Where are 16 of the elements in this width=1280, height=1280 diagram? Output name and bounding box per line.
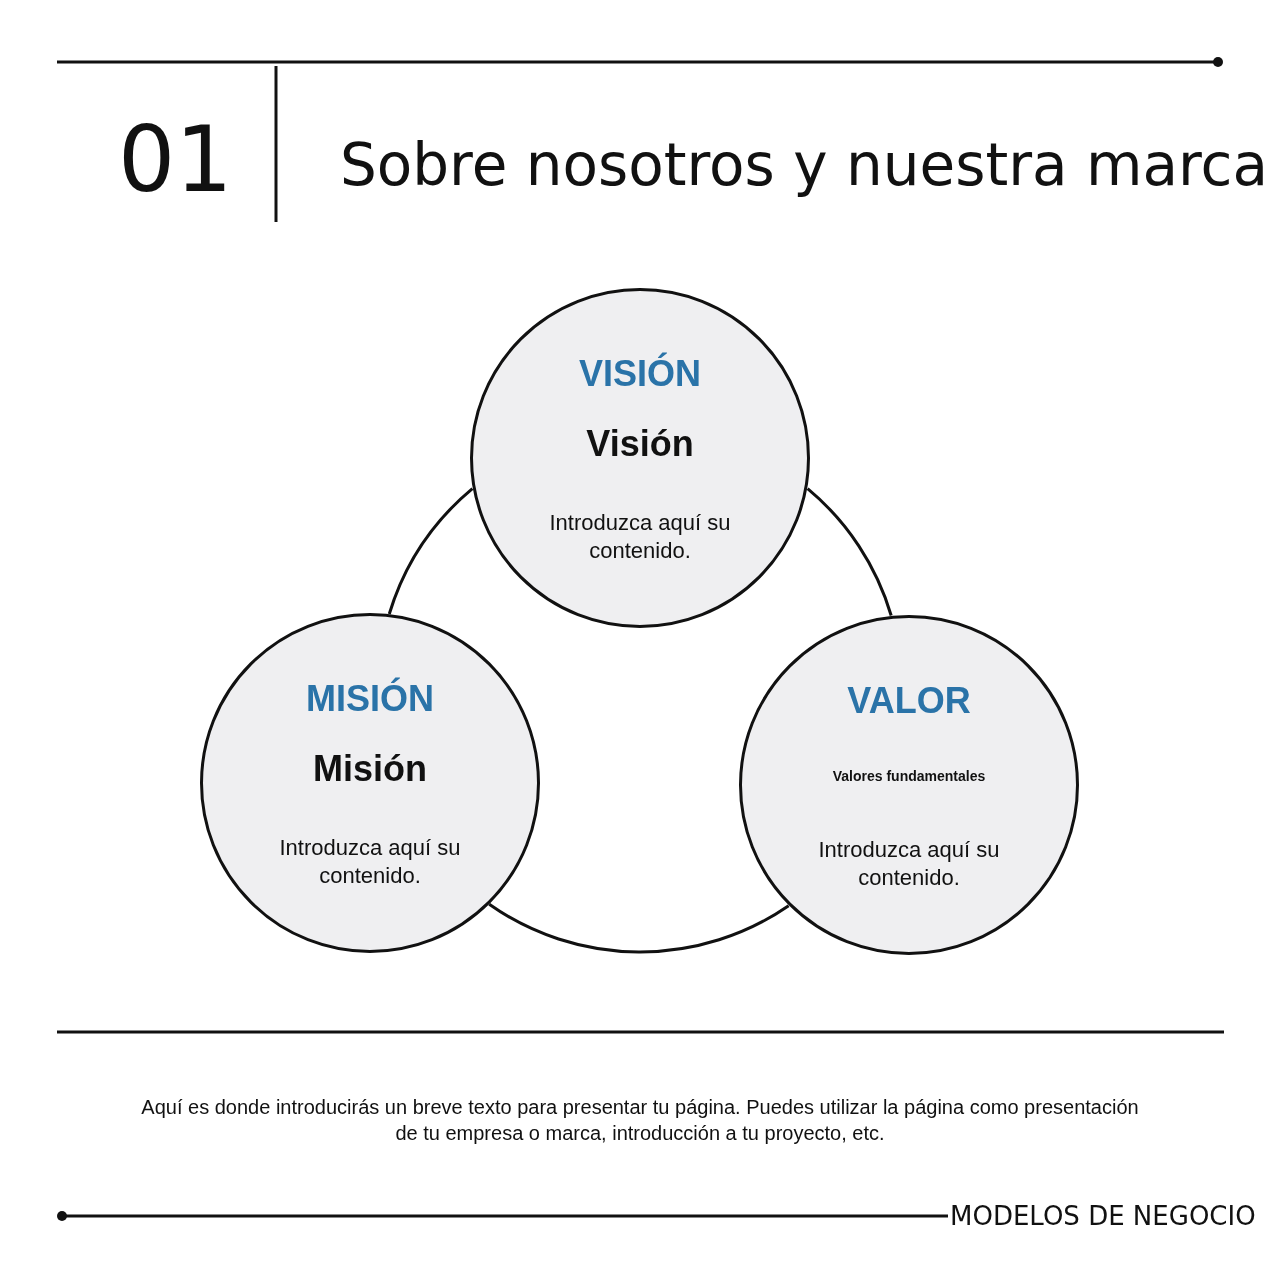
node-body: Introduzca aquí su contenido. — [278, 834, 462, 890]
node-heading: VALOR — [846, 680, 972, 722]
section-number: 01 — [118, 110, 233, 210]
node-body: Introduzca aquí su contenido. — [817, 836, 1001, 892]
node-title: Valores fundamentales — [831, 768, 987, 784]
node-heading: MISIÓN — [305, 678, 435, 720]
node-heading: VISIÓN — [578, 353, 702, 395]
footer-label: MODELOS DE NEGOCIO — [950, 1200, 1256, 1232]
caption-text: Aquí es donde introducirás un breve texto para presentar tu página. Puedes utilizar la página como presentación de tu empresa o marca, introducción a tu proyecto, etc. — [140, 1095, 1140, 1146]
node-title: Visión — [585, 423, 695, 465]
node-body: Introduzca aquí su contenido. — [548, 509, 732, 565]
connector-arc — [387, 487, 474, 615]
connector-arc — [488, 903, 790, 954]
node-title: Misión — [312, 748, 428, 790]
connector-arc — [806, 487, 893, 616]
page-title: Sobre nosotros y nuestra marca — [340, 130, 1268, 200]
